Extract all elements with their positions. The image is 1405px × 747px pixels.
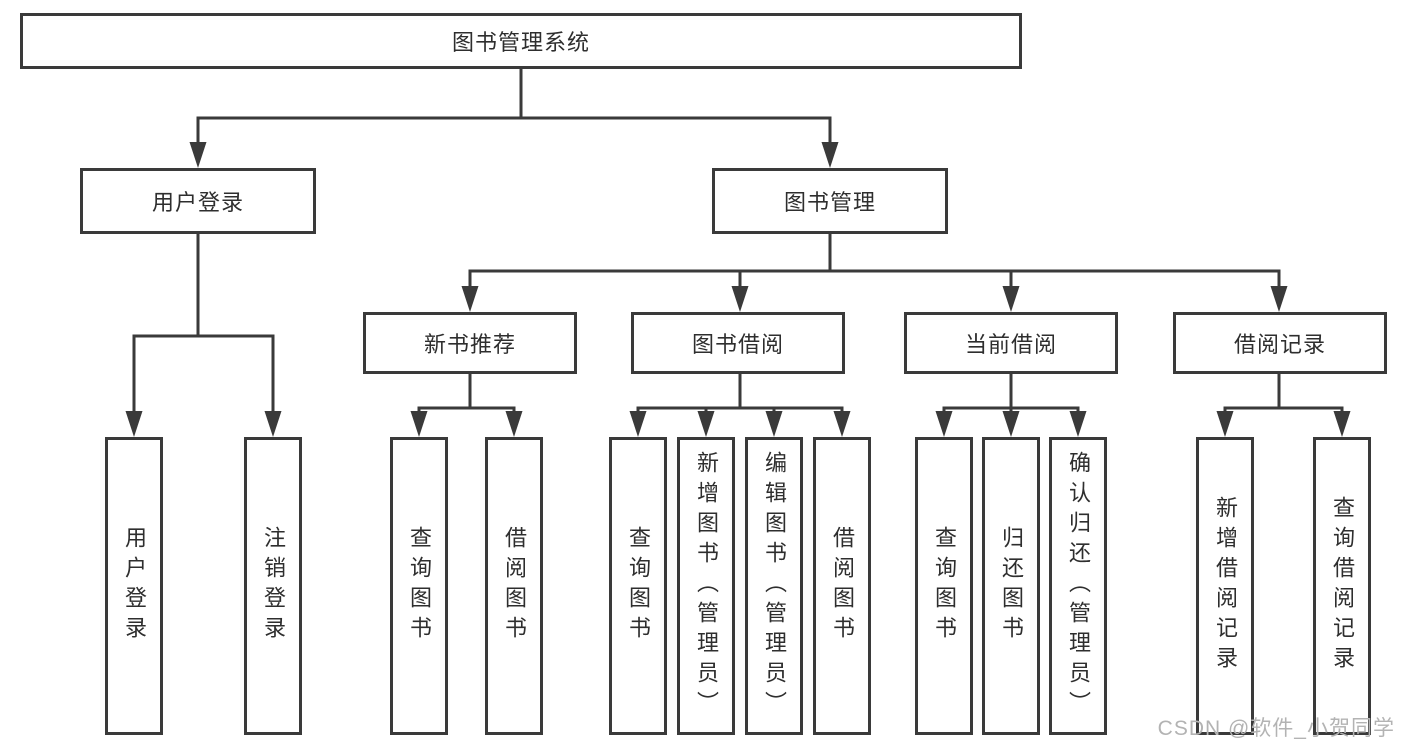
arrowheads [125, 142, 1351, 437]
leaf-query-books-1: 查询图书 [390, 437, 448, 735]
csdn-watermark: CSDN @软件_小贺同学 [1157, 717, 1395, 740]
leaf-edit-books-admin: 编辑图书（管理员） [745, 437, 803, 735]
leaf-add-borrow-record: 新增借阅记录 [1196, 437, 1254, 735]
leaf-add-books-admin: 新增图书（管理员） [677, 437, 735, 735]
node-book-management: 图书管理 [712, 168, 948, 234]
leaf-return-books: 归还图书 [982, 437, 1040, 735]
leaf-user-login: 用户登录 [105, 437, 163, 735]
leaf-query-books-2: 查询图书 [609, 437, 667, 735]
leaf-confirm-return-admin: 确认归还（管理员） [1049, 437, 1107, 735]
leaf-query-borrow-record: 查询借阅记录 [1313, 437, 1371, 735]
leaf-query-books-3: 查询图书 [915, 437, 973, 735]
node-book-borrow: 图书借阅 [631, 312, 845, 374]
node-current-borrow: 当前借阅 [904, 312, 1118, 374]
node-new-book-recommend: 新书推荐 [363, 312, 577, 374]
leaf-borrow-books-1: 借阅图书 [485, 437, 543, 735]
leaf-logout: 注销登录 [244, 437, 302, 735]
leaf-borrow-books-2: 借阅图书 [813, 437, 871, 735]
node-borrow-records: 借阅记录 [1173, 312, 1387, 374]
node-root: 图书管理系统 [20, 13, 1022, 69]
node-user-login: 用户登录 [80, 168, 316, 234]
